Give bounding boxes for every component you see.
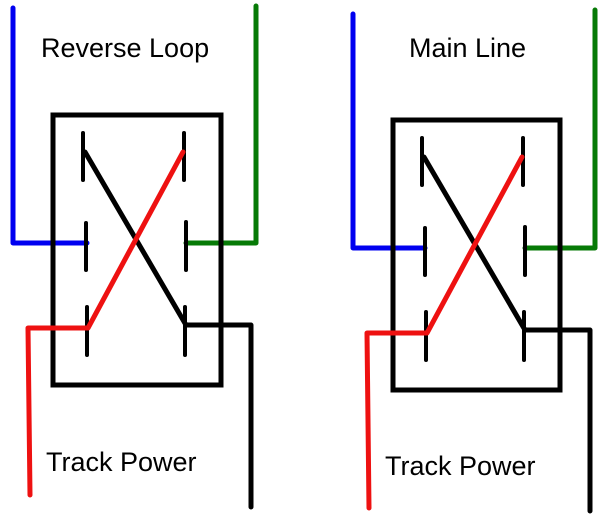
red-wire [25, 149, 186, 498]
label-track-power-right: Track Power [385, 451, 536, 481]
label-reverse-loop: Reverse Loop [41, 33, 209, 63]
blue-wire [350, 11, 428, 251]
switch-box [390, 117, 563, 393]
red-wire [364, 154, 525, 511]
label-track-power-left: Track Power [46, 447, 197, 477]
green-wire [183, 3, 259, 246]
switch-reverse-loop: Reverse Loop Track Power [10, 3, 259, 510]
label-main-line: Main Line [409, 33, 526, 63]
switch-main-line: Main Line Track Power [350, 7, 598, 514]
green-wire [522, 7, 598, 251]
switch-box [50, 112, 224, 388]
blue-wire [10, 5, 90, 246]
